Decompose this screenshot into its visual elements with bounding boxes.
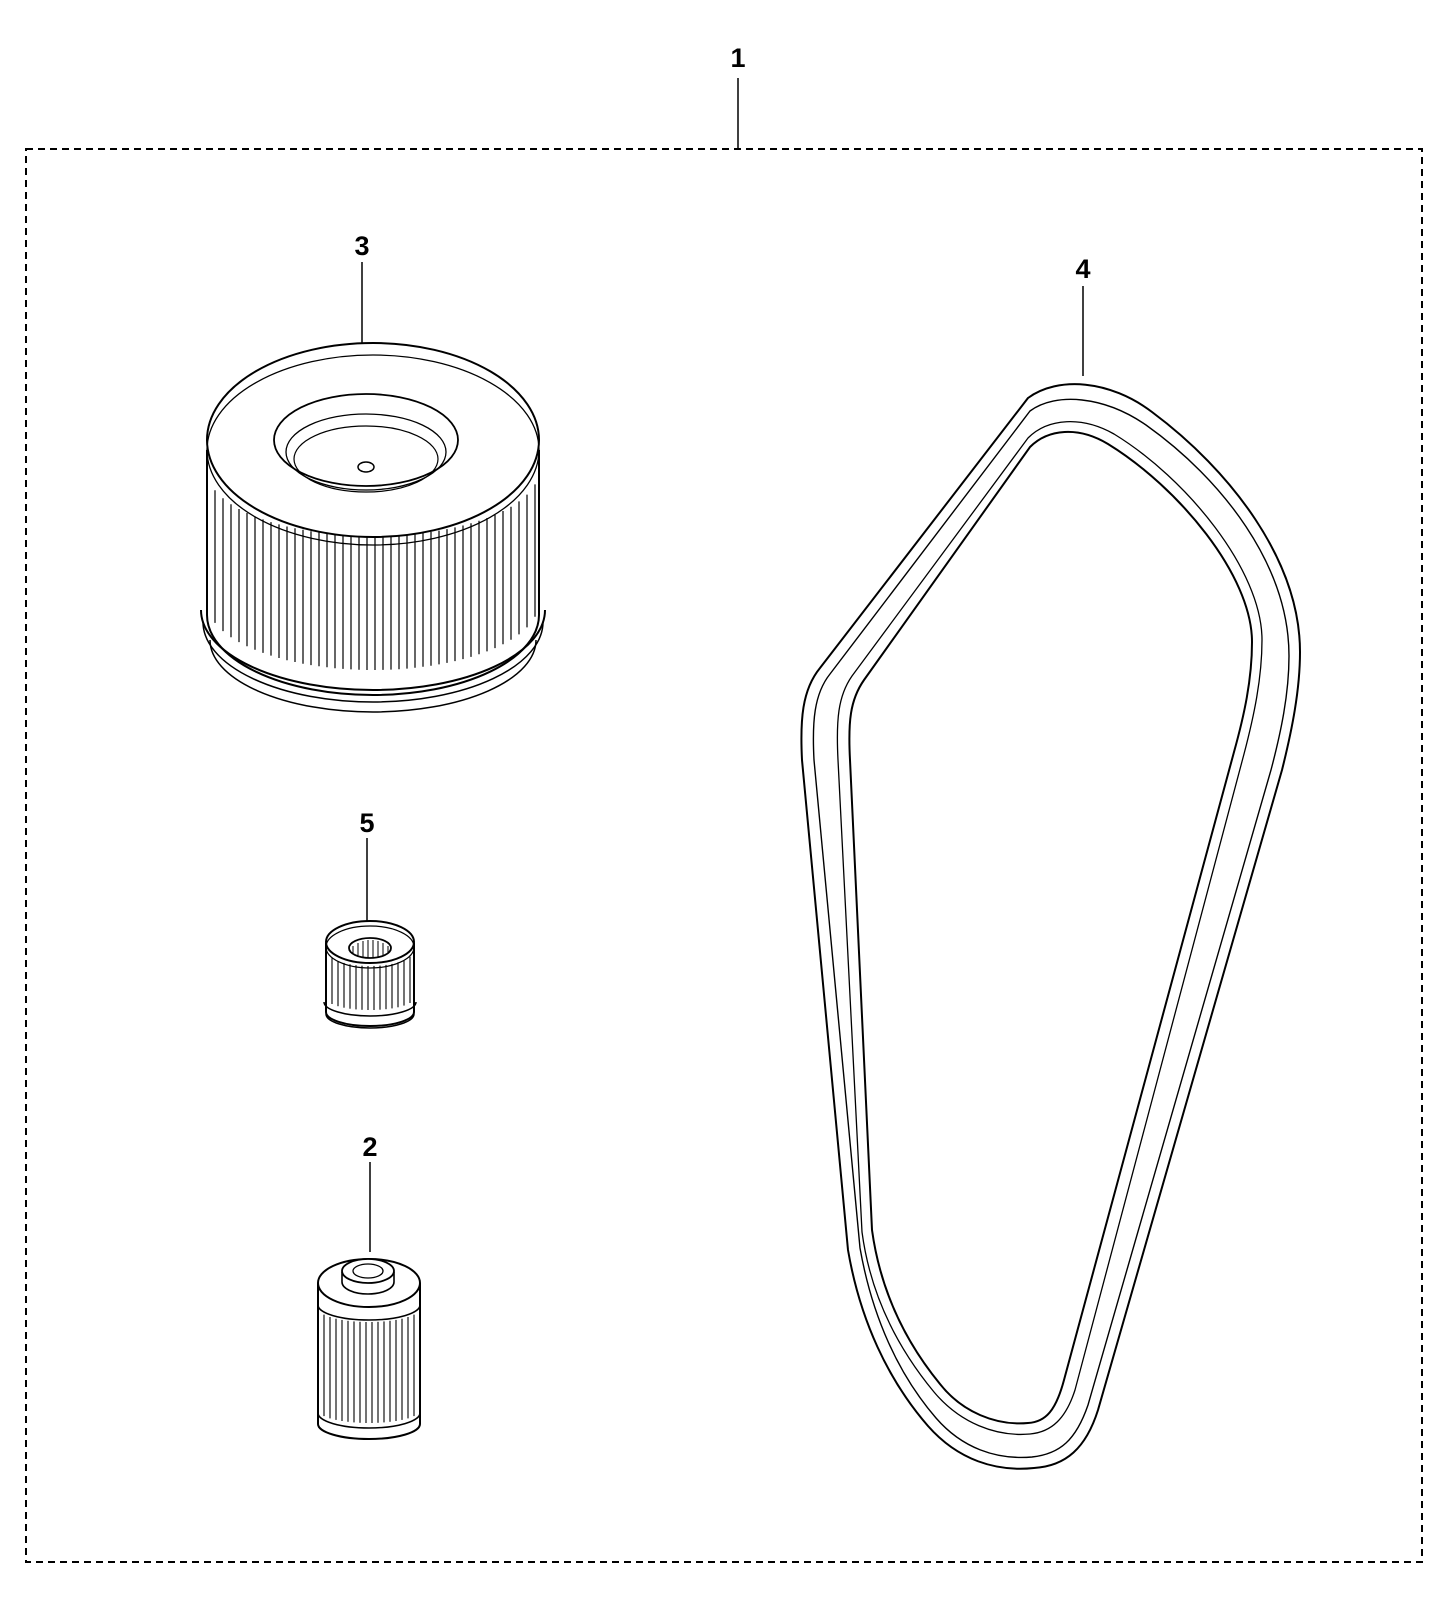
air-filter-bottom-ring: [200, 609, 546, 691]
fuel-filter-large-outlet: [341, 1258, 395, 1284]
callout-3: 3: [354, 231, 369, 261]
drive-belt: 4: [800, 254, 1302, 1470]
fuel-filter-small-opening: [348, 937, 392, 959]
drive-belt-inner-edge: [848, 431, 1254, 1425]
callout-1: 1: [730, 43, 745, 73]
callout-2: 2: [362, 1132, 377, 1162]
fuel-filter-large-pleats: [323, 1314, 415, 1423]
kit-group: 1: [25, 43, 1423, 1563]
air-filter-opening: [273, 393, 459, 487]
callout-5: 5: [359, 808, 374, 838]
fuel-filter-small-pleats: [331, 956, 411, 1010]
drive-belt-outer-edge: [800, 383, 1302, 1470]
fuel-filter-large: 2: [317, 1132, 421, 1440]
air-filter-pleats: [214, 484, 536, 670]
drive-belt-outer-rim: [812, 398, 1290, 1459]
air-filter-center-hole: [357, 461, 375, 473]
callout-4: 4: [1075, 254, 1090, 284]
kit-dashed-boundary: [25, 148, 1423, 1563]
air-filter: 3: [200, 231, 546, 713]
fuel-filter-large-body: [317, 1283, 421, 1440]
drive-belt-inner-rim: [836, 421, 1263, 1436]
fuel-filter-small: 5: [323, 808, 417, 1029]
